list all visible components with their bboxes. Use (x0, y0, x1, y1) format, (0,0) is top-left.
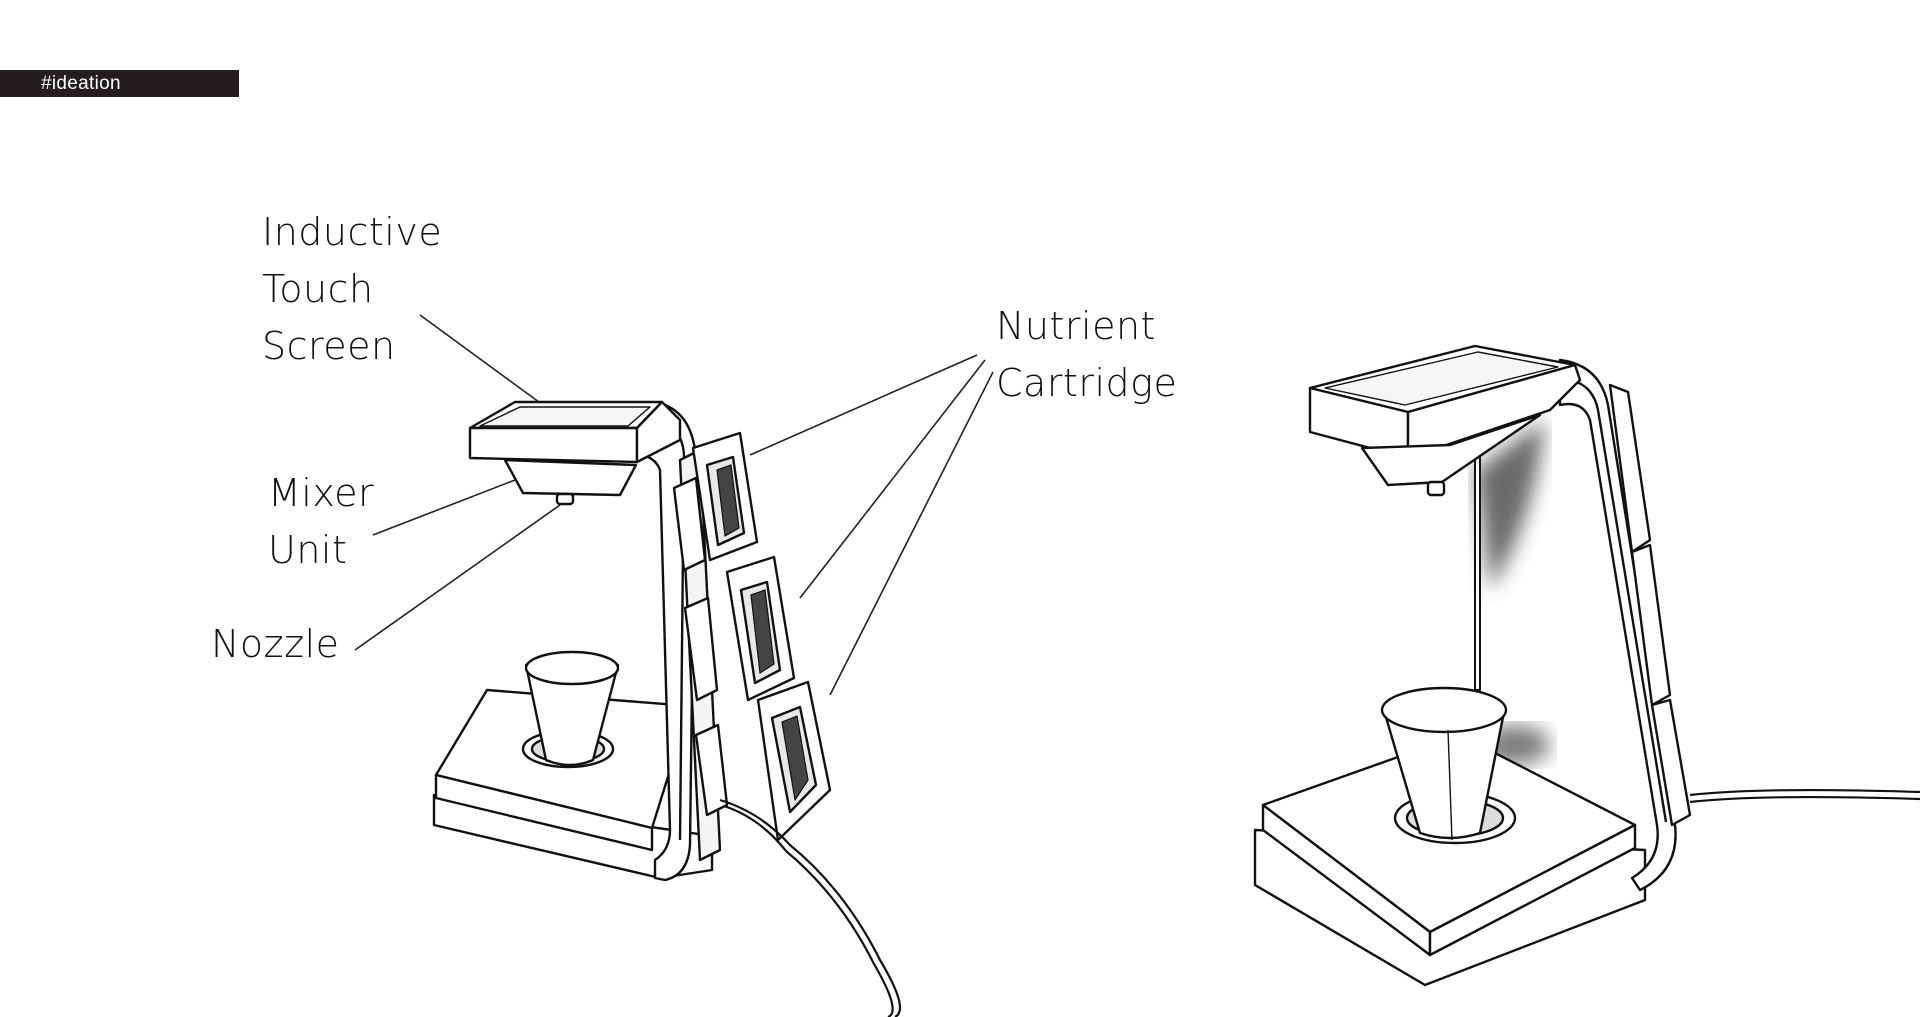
leader-touch-screen (420, 315, 543, 405)
right-cable (1690, 790, 1920, 795)
leader-cartridge-3 (830, 372, 993, 695)
left-cup-rim (526, 652, 618, 684)
leader-cartridge-1 (750, 355, 977, 455)
left-cable-2 (724, 806, 893, 1017)
right-cup-rim (1382, 688, 1506, 732)
leader-mixer-unit (373, 480, 515, 535)
right-cable-2 (1690, 797, 1920, 802)
left-nozzle (557, 494, 573, 504)
leader-nozzle (355, 505, 560, 650)
right-column (1475, 455, 1480, 690)
right-nozzle (1428, 482, 1444, 495)
left-mixer-unit (505, 460, 636, 495)
left-screen-front (470, 428, 637, 462)
leader-cartridge-2 (800, 360, 985, 598)
left-dispenser (434, 402, 900, 1017)
left-cable (720, 800, 900, 1017)
right-dispenser (1255, 346, 1920, 985)
